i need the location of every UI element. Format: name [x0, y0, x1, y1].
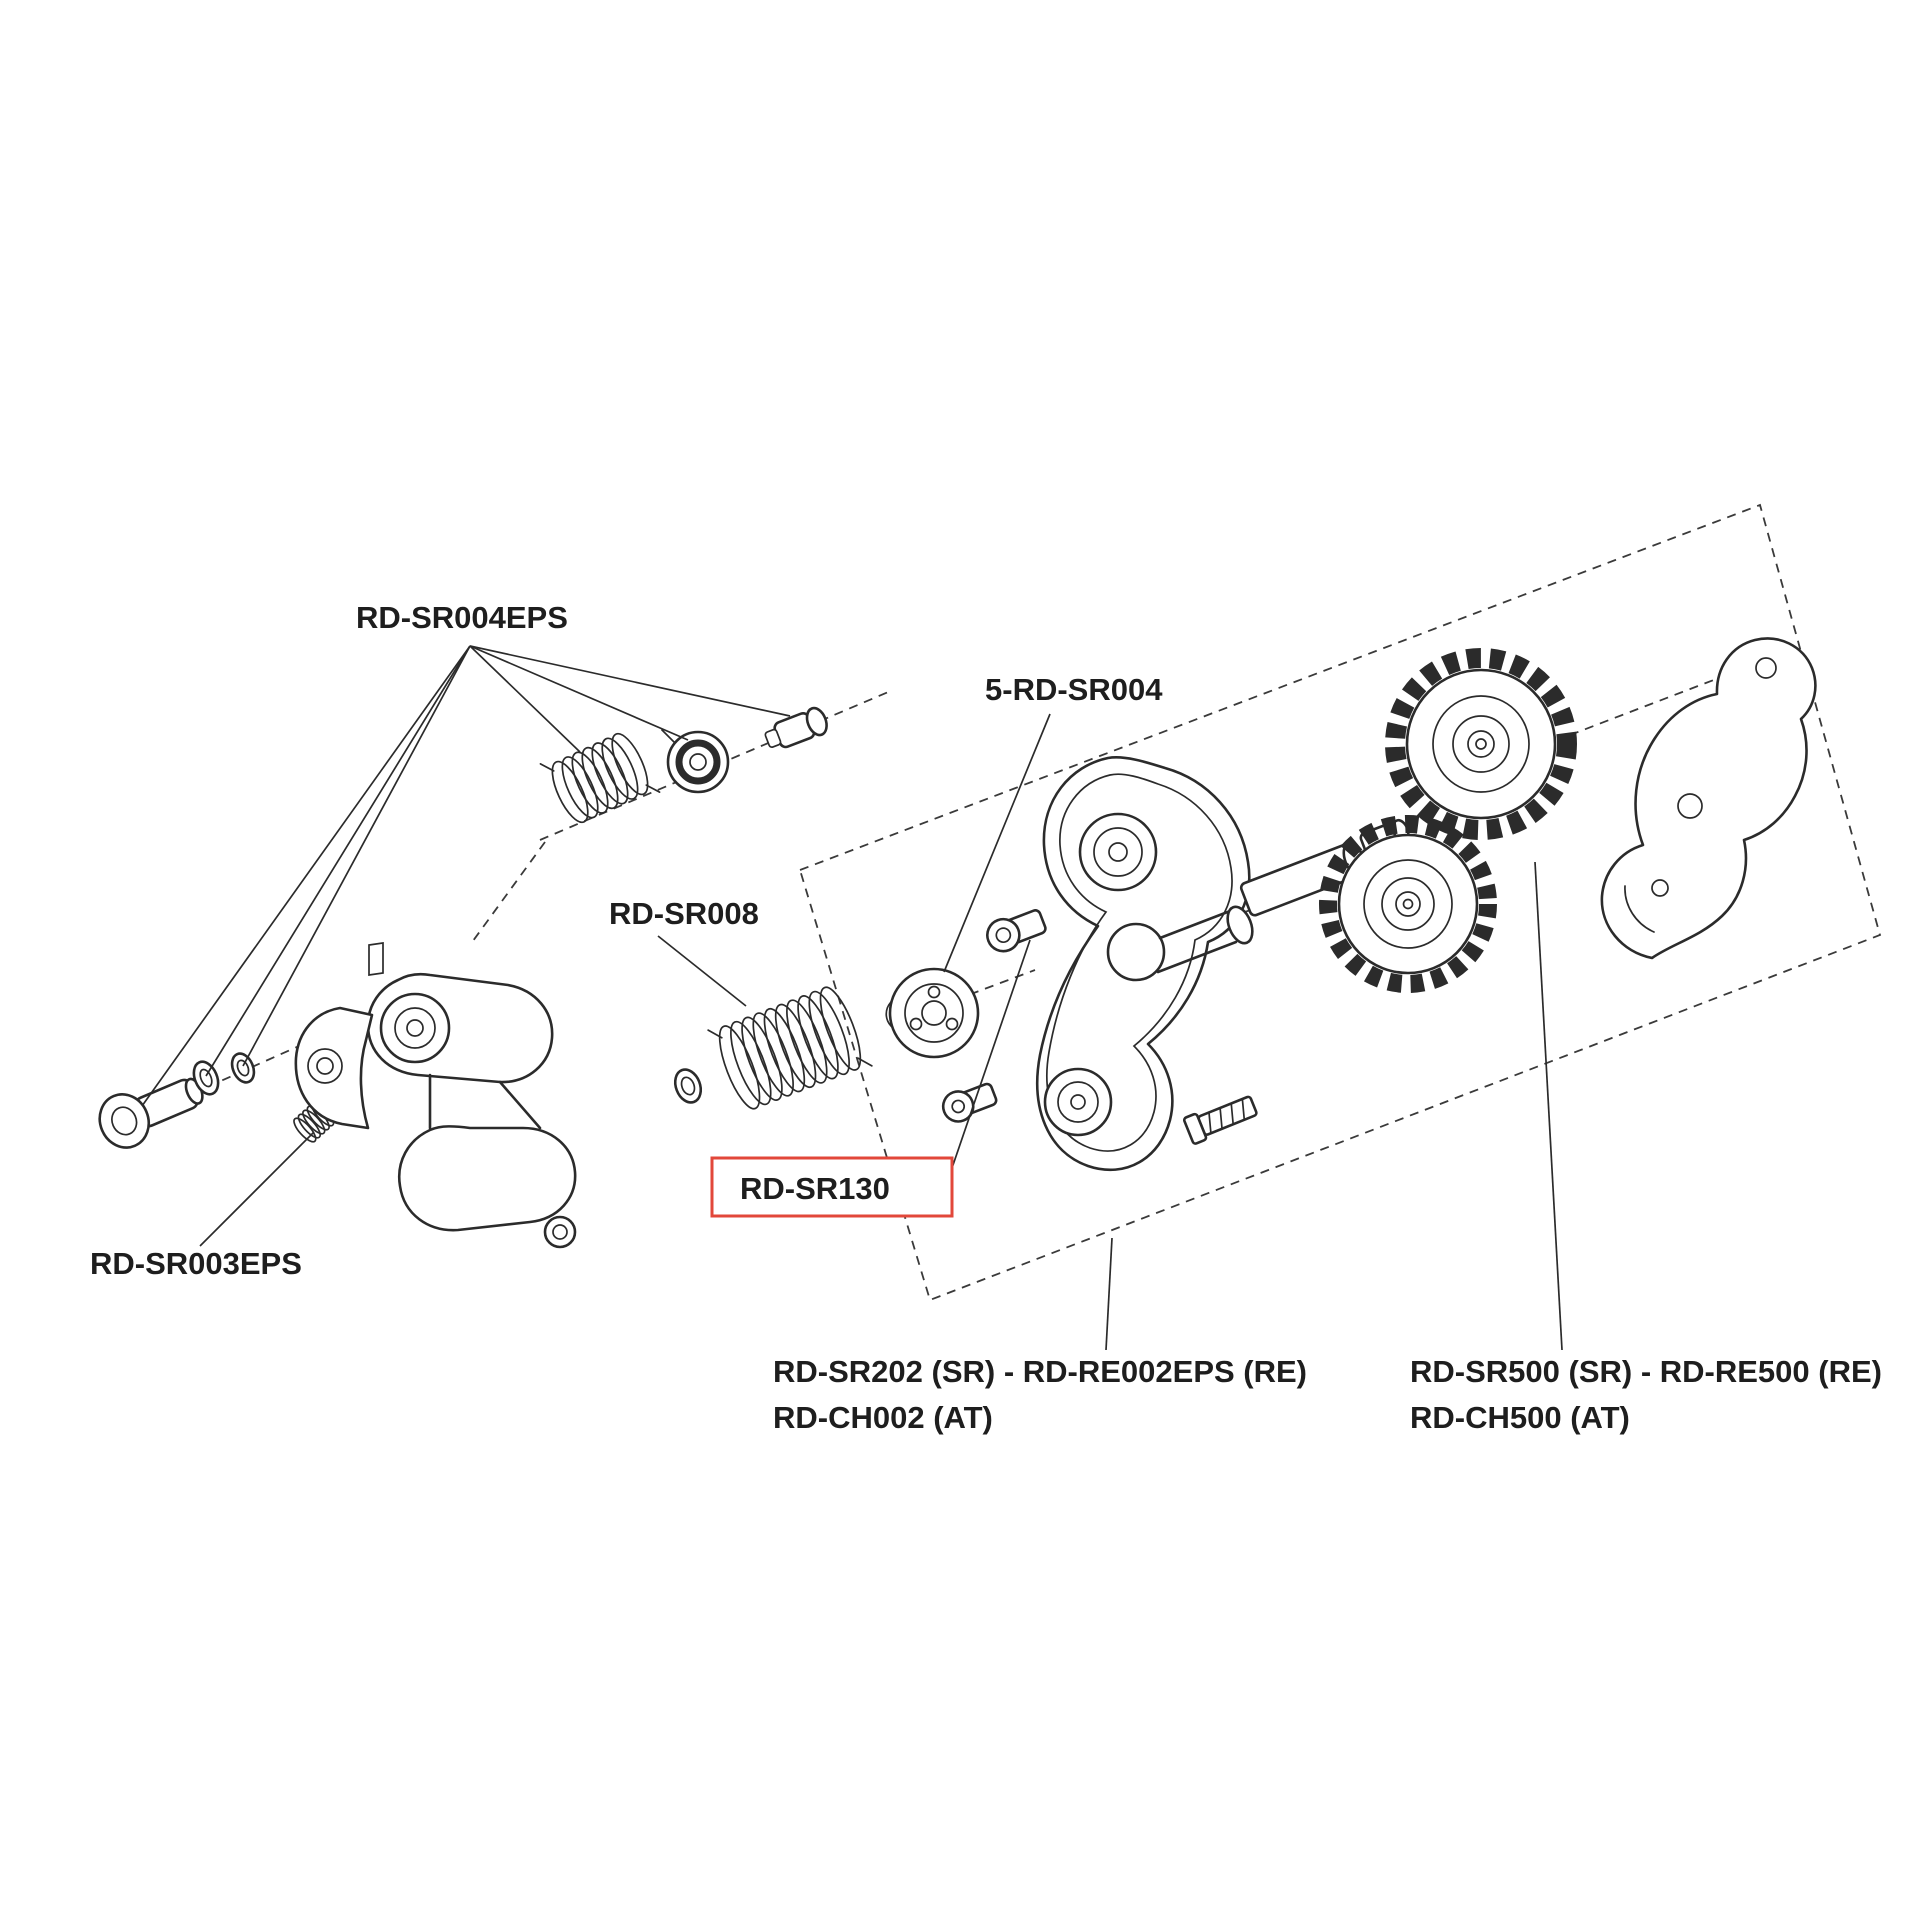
label-rd-sr008: RD-SR008 — [609, 896, 759, 931]
label-cage-group-line2: RD-CH002 (AT) — [773, 1400, 993, 1435]
hatched-bolt — [1182, 1095, 1258, 1145]
highlight-box — [710, 1156, 954, 1218]
label-pulley-group-line2: RD-CH500 (AT) — [1410, 1400, 1630, 1435]
return-spring-small — [539, 732, 661, 824]
socket-bolt-upper — [986, 909, 1047, 953]
derailleur-body — [294, 942, 577, 1249]
flanged-nut — [661, 729, 730, 794]
label-rd-sr004eps: RD-SR004EPS — [356, 600, 568, 635]
tension-spring — [707, 986, 873, 1110]
label-rd-sr130: RD-SR130 — [740, 1171, 890, 1206]
washer-2 — [230, 1052, 256, 1084]
outer-cage-plate — [1600, 637, 1817, 960]
adjuster-bolt — [764, 706, 828, 749]
pulley-upper — [1385, 648, 1577, 840]
label-cage-group-line1: RD-SR202 (SR) - RD-RE002EPS (RE) — [773, 1354, 1307, 1389]
label-pulley-group-line1: RD-SR500 (SR) - RD-RE500 (RE) — [1410, 1354, 1882, 1389]
pulley-lower — [1319, 815, 1497, 993]
socket-bolt-lower — [941, 1082, 998, 1123]
pivot-bolt — [98, 1077, 204, 1149]
label-rd-sr003eps: RD-SR003EPS — [90, 1246, 302, 1281]
spring-cover-disc — [885, 967, 980, 1059]
inner-cage-plate — [1036, 756, 1254, 1172]
washer-small — [673, 1068, 703, 1104]
leader-lines — [141, 645, 1563, 1351]
washer-1 — [192, 1060, 220, 1096]
label-5-rd-sr004: 5-RD-SR004 — [985, 672, 1163, 707]
